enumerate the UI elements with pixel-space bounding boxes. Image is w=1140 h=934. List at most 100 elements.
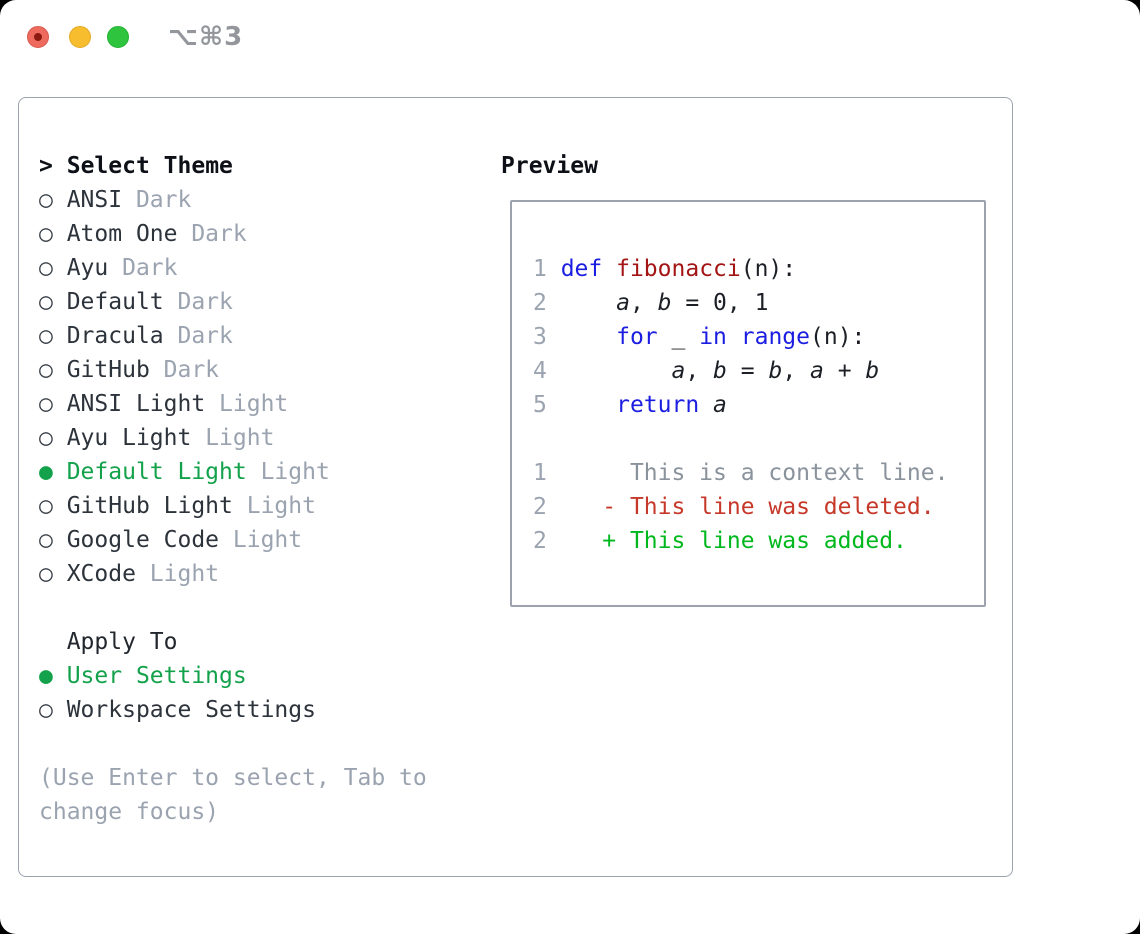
theme-option-github[interactable]: ○ GitHub Dark — [39, 353, 501, 387]
theme-variant-tag: Light — [232, 493, 316, 519]
radio-icon: ○ — [39, 323, 53, 349]
line-number: 3 — [533, 324, 561, 350]
radio-icon: ○ — [39, 289, 53, 315]
code-token-pl: + — [823, 358, 866, 384]
code-token-vr: b — [768, 358, 783, 384]
theme-option-ayu-light[interactable]: ○ Ayu Light Light — [39, 421, 501, 455]
theme-option-label: GitHub — [52, 357, 150, 383]
line-number: 4 — [533, 358, 561, 384]
radio-icon: ○ — [39, 187, 53, 213]
window-title: ⌥⌘3 — [168, 22, 244, 52]
code-line: 2 + This line was added. — [533, 524, 966, 558]
theme-variant-tag: Dark — [122, 187, 192, 213]
select-theme-title: Select Theme — [66, 153, 233, 179]
code-token-pl — [727, 324, 741, 350]
theme-variant-tag: Light — [246, 459, 330, 485]
apply-option-workspace-settings[interactable]: ○ Workspace Settings — [39, 693, 501, 727]
theme-variant-tag: Dark — [163, 323, 233, 349]
line-number — [533, 426, 547, 452]
theme-variant-tag: Light — [205, 391, 289, 417]
code-token-vr: a — [616, 290, 630, 316]
apply-to-title: Apply To — [66, 629, 178, 655]
code-line: 2 a, b = 0, 1 — [533, 286, 966, 320]
theme-option-ansi[interactable]: ○ ANSI Dark — [39, 183, 501, 217]
right-column: Preview 1 def fibonacci(n):2 a, b = 0, 1… — [501, 149, 1012, 876]
theme-option-dracula[interactable]: ○ Dracula Dark — [39, 319, 501, 353]
code-token-pl — [602, 256, 616, 282]
prompt-icon: > — [39, 153, 53, 179]
theme-variant-tag: Light — [191, 425, 275, 451]
code-token-fn: fibonacci — [616, 256, 741, 282]
line-number: 2 — [533, 494, 561, 520]
theme-option-label: ANSI Light — [52, 391, 206, 417]
code-token-pl: = — [726, 358, 769, 384]
code-token-pl: = 0, 1 — [671, 290, 769, 316]
theme-option-default-light[interactable]: ● Default Light Light — [39, 455, 501, 489]
left-column: > Select Theme ○ ANSI Dark○ Atom One Dar… — [39, 149, 501, 876]
theme-option-label: Ayu Light — [52, 425, 192, 451]
theme-option-label: GitHub Light — [52, 493, 233, 519]
line-number: 2 — [533, 528, 561, 554]
help-text-line-2: change focus) — [39, 799, 220, 825]
preview-header: Preview — [501, 153, 598, 179]
maximize-button[interactable] — [107, 26, 129, 48]
theme-option-label: ANSI — [52, 187, 123, 213]
theme-variant-tag: Dark — [108, 255, 178, 281]
code-line: 1 def fibonacci(n): — [533, 252, 966, 286]
code-token-pl — [561, 324, 616, 350]
theme-variant-tag: Light — [135, 561, 220, 587]
radio-icon: ○ — [39, 425, 53, 451]
line-number: 2 — [533, 290, 561, 316]
code-token-pl: , — [782, 358, 811, 384]
theme-option-label: Default Light — [52, 459, 247, 485]
theme-option-atom-one[interactable]: ○ Atom One Dark — [39, 217, 501, 251]
theme-selector-panel: > Select Theme ○ ANSI Dark○ Atom One Dar… — [18, 97, 1013, 877]
code-line: 5 return a — [533, 388, 966, 422]
code-line: 1 This is a context line. — [533, 456, 966, 490]
code-token-kw: for — [616, 324, 658, 350]
theme-option-ayu[interactable]: ○ Ayu Dark — [39, 251, 501, 285]
code-token-vr: b — [657, 290, 672, 316]
code-token-pl: (n): — [740, 256, 797, 282]
theme-option-default[interactable]: ○ Default Dark — [39, 285, 501, 319]
theme-variant-tag: Dark — [177, 221, 247, 247]
code-token-vr: a — [810, 358, 824, 384]
help-text-line-1: (Use Enter to select, Tab to — [39, 765, 427, 791]
minimize-button[interactable] — [69, 26, 91, 48]
radio-selected-icon: ● — [39, 663, 53, 689]
code-token-kw: def — [560, 256, 603, 282]
radio-icon: ○ — [39, 221, 53, 247]
radio-selected-icon: ● — [39, 459, 53, 485]
radio-icon: ○ — [39, 527, 53, 553]
code-token-vr: b — [713, 358, 727, 384]
apply-option-user-settings[interactable]: ● User Settings — [39, 659, 501, 693]
code-token-pl — [561, 358, 672, 384]
code-token-vr: a — [671, 358, 686, 384]
code-token-pl — [561, 290, 616, 316]
code-token-kw: in — [699, 324, 727, 350]
spacer — [39, 591, 501, 625]
apply-option-label: Workspace Settings — [52, 697, 316, 723]
code-token-kw: range — [740, 324, 810, 350]
theme-option-google-code[interactable]: ○ Google Code Light — [39, 523, 501, 557]
code-token-vr: a — [713, 392, 727, 418]
close-button[interactable] — [27, 26, 49, 48]
theme-variant-tag: Dark — [163, 289, 233, 315]
theme-option-github-light[interactable]: ○ GitHub Light Light — [39, 489, 501, 523]
code-line: 2 - This line was deleted. — [533, 490, 966, 524]
code-line: 4 a, b = b, a + b — [533, 354, 966, 388]
apply-to-list: ● User Settings○ Workspace Settings — [39, 659, 501, 727]
radio-icon: ○ — [39, 255, 53, 281]
theme-option-label: Ayu — [52, 255, 109, 281]
radio-icon: ○ — [39, 391, 53, 417]
code-token-pl: _ — [657, 324, 700, 350]
code-token-vr: b — [865, 358, 880, 384]
theme-option-label: Google Code — [52, 527, 220, 553]
theme-option-ansi-light[interactable]: ○ ANSI Light Light — [39, 387, 501, 421]
line-number: 1 — [533, 256, 561, 282]
code-token-pl: , — [685, 358, 714, 384]
theme-option-xcode[interactable]: ○ XCode Light — [39, 557, 501, 591]
radio-icon: ○ — [39, 357, 53, 383]
